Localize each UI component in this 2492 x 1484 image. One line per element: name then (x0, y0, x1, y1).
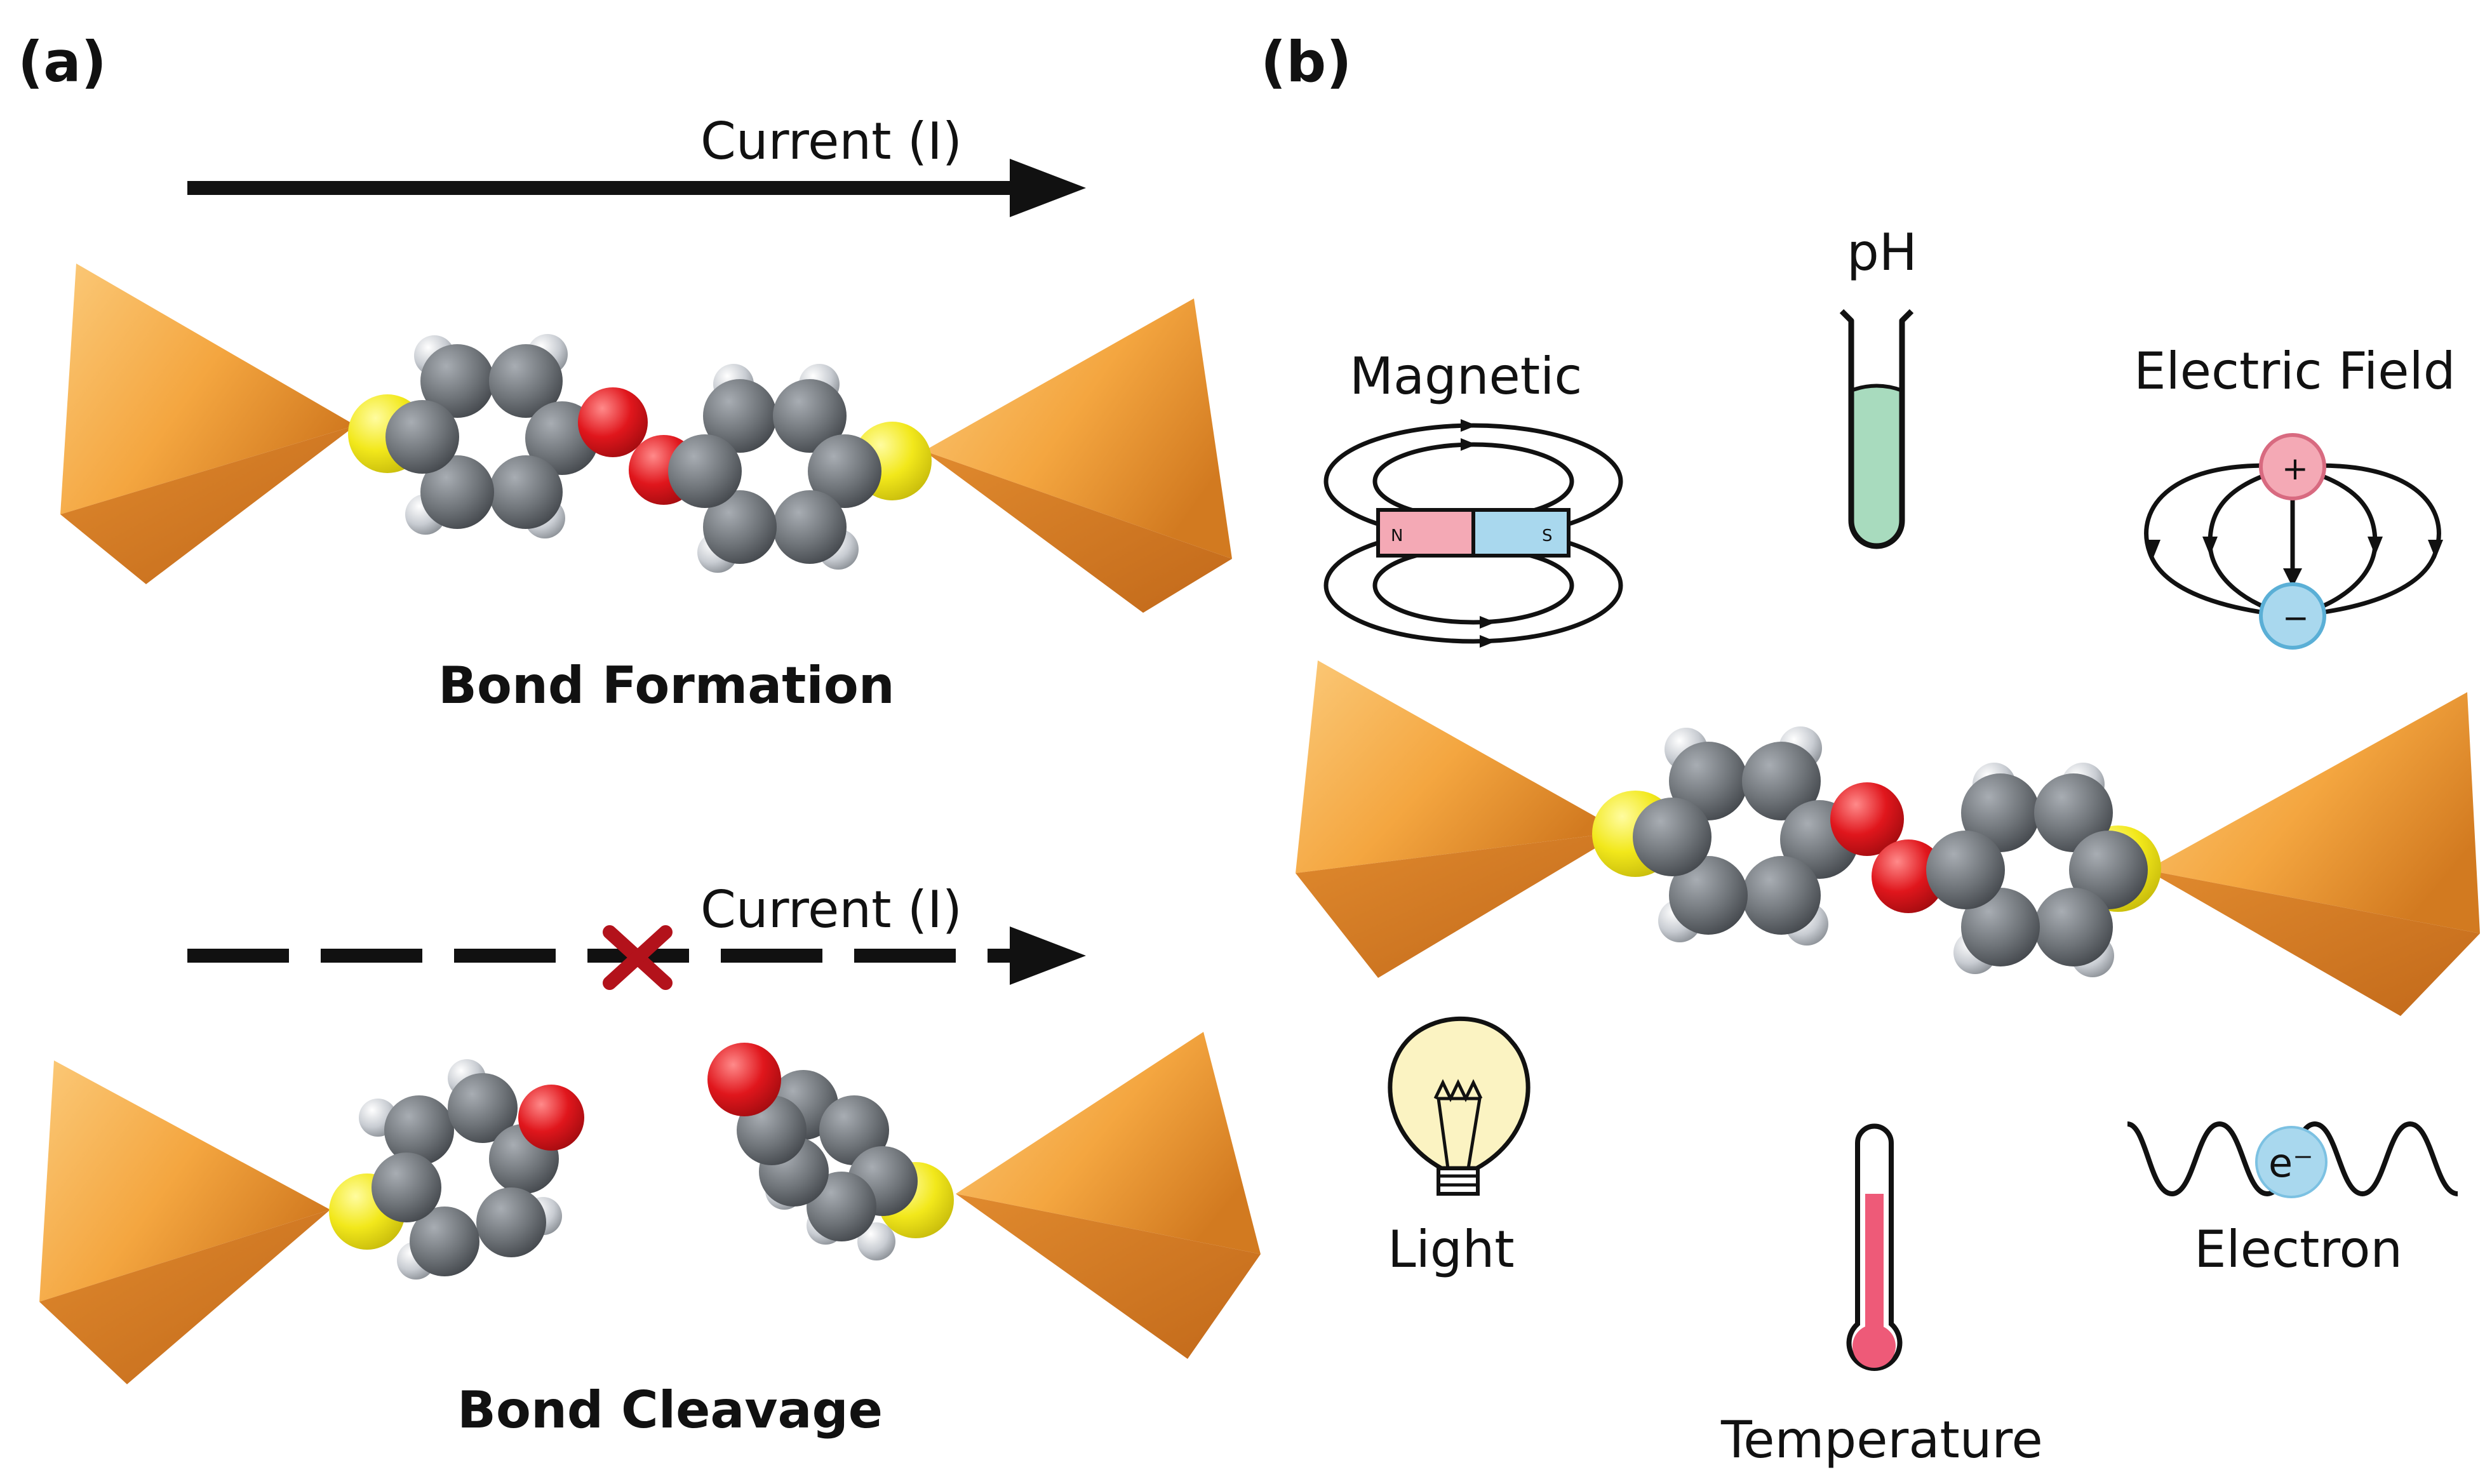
panel-a-label: (a) (18, 29, 107, 95)
current-arrow-top (187, 159, 1086, 217)
benzene-fragment-right (707, 1043, 918, 1260)
oxygen-atom (707, 1043, 781, 1116)
oxygen-atom (578, 387, 648, 457)
caption-bond-cleavage: Bond Cleavage (457, 1380, 883, 1440)
label-ph: pH (1847, 223, 1917, 282)
junction-central (1296, 660, 2480, 1016)
junction-formation (60, 264, 1232, 613)
gold-electrode-right (2147, 692, 2480, 1016)
benzene-ring (1926, 763, 2148, 977)
gold-electrode-left (1296, 660, 1623, 978)
positive-charge (2259, 433, 2326, 500)
junction-cleavage (39, 1032, 1261, 1384)
blocked-cross-icon (603, 925, 673, 990)
panel-b-label: (b) (1261, 29, 1351, 95)
oxygen-atom (518, 1085, 584, 1151)
benzene-ring (668, 364, 881, 573)
magnet-icon (1323, 419, 1623, 648)
gold-electrode-right (956, 1032, 1261, 1359)
oxygen-atom (1872, 839, 1945, 913)
plus-sign: + (2282, 450, 2308, 487)
current-label-top: Current (I) (700, 112, 962, 171)
benzene-ring (1633, 726, 1859, 946)
electron-particle (2255, 1126, 2328, 1198)
oxygen-atom (1830, 782, 1904, 856)
magnet-south-label: S (1542, 526, 1553, 545)
label-light: Light (1388, 1220, 1515, 1279)
label-electron: Electron (2194, 1220, 2402, 1279)
test-tube-icon (1839, 309, 1914, 549)
current-arrow-bottom (187, 926, 1086, 985)
magnet-north-label: N (1391, 526, 1403, 545)
minus-sign: − (2282, 599, 2309, 636)
gold-electrode-left (60, 264, 356, 584)
light-bulb-icon (1388, 1016, 1531, 1196)
label-temperature: Temperature (1720, 1410, 2043, 1469)
gold-electrode-right (924, 298, 1232, 613)
caption-bond-formation: Bond Formation (438, 656, 895, 715)
electron-wave-icon (2127, 1121, 2458, 1198)
label-electric-field: Electric Field (2134, 342, 2456, 401)
benzene-ring (385, 334, 599, 538)
gold-electrode-left (39, 1060, 330, 1384)
benzene-fragment-left (359, 1059, 584, 1280)
electron-symbol: e⁻ (2268, 1140, 2314, 1186)
negative-charge (2259, 582, 2326, 650)
label-magnetic: Magnetic (1350, 347, 1582, 406)
current-label-bottom: Current (I) (700, 880, 962, 939)
thermometer-icon (1846, 1123, 1903, 1371)
electric-field-icon (2144, 433, 2443, 650)
